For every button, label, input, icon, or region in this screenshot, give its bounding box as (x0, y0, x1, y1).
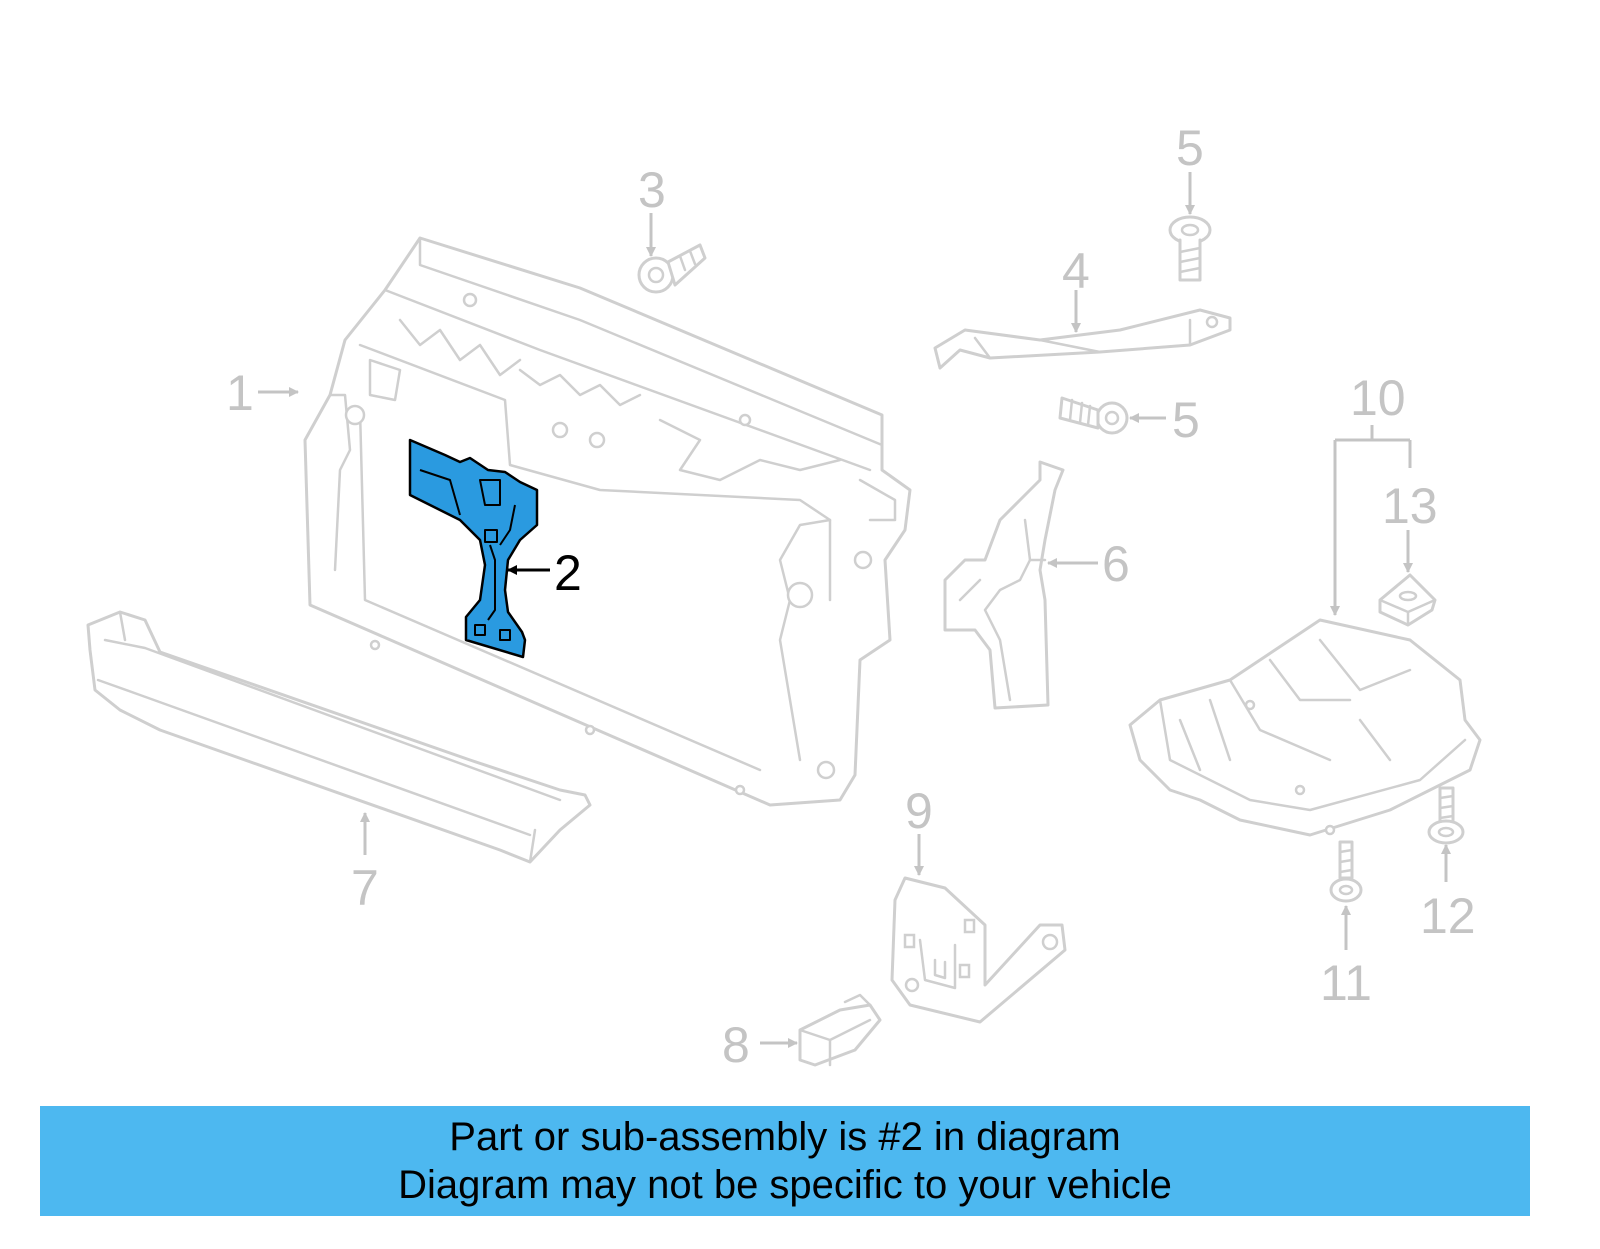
part-2-bracket-highlighted (408, 438, 539, 659)
part-7-lower-air-guide (86, 610, 592, 864)
callouts: 1 2 3 4 5 5 6 7 8 9 10 11 12 13 (226, 120, 1476, 1073)
callout-4: 4 (1062, 243, 1090, 299)
part-1-radiator-support (303, 236, 912, 807)
callout-9: 9 (905, 783, 933, 839)
part-8-clip (798, 993, 882, 1067)
callout-7: 7 (351, 860, 379, 916)
callout-13: 13 (1382, 478, 1438, 534)
banner-line-2: Diagram may not be specific to your vehi… (398, 1163, 1172, 1207)
callout-5-lower: 5 (1172, 392, 1200, 448)
part-9-bracket (890, 876, 1067, 1024)
callout-2: 2 (554, 545, 582, 601)
part-12-bolt (1427, 786, 1465, 845)
callout-3: 3 (638, 162, 666, 218)
info-banner: Part or sub-assembly is #2 in diagram Di… (40, 1106, 1530, 1216)
part-5-screw-lower (1058, 396, 1129, 435)
part-6-side-bracket (943, 460, 1065, 710)
part-11-bolt (1329, 840, 1363, 903)
part-5-screw-upper (1168, 215, 1212, 282)
callout-1: 1 (226, 365, 254, 421)
callout-8: 8 (722, 1017, 750, 1073)
callout-11: 11 (1320, 955, 1372, 1011)
callout-12: 12 (1420, 888, 1476, 944)
banner-line-1: Part or sub-assembly is #2 in diagram (449, 1115, 1121, 1159)
callout-5-upper: 5 (1176, 120, 1204, 176)
part-13-clip-nut (1378, 573, 1437, 627)
part-10-splash-shield (1128, 618, 1482, 837)
part-3-screw (637, 243, 707, 294)
callout-6: 6 (1102, 536, 1130, 592)
leader-lines (258, 172, 1451, 1048)
callout-10: 10 (1350, 370, 1406, 426)
part-4-bracket (933, 308, 1232, 370)
